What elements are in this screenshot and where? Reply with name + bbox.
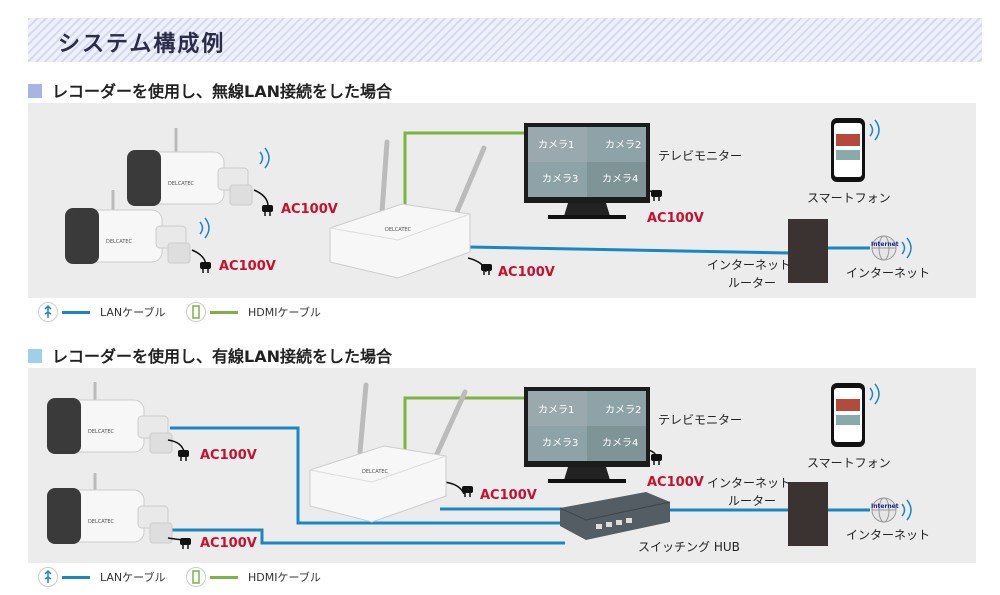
- camera-brand: DELCATEC: [88, 519, 115, 525]
- lan-cable: [467, 245, 789, 255]
- phone-label: スマートフォン: [807, 191, 891, 205]
- recorder-brand: DELCATEC: [385, 227, 412, 233]
- camera-1: [127, 128, 253, 206]
- screen-camera-label: カメラ1: [538, 139, 574, 151]
- ac-label: AC100V: [200, 448, 257, 463]
- section2-marker: [28, 349, 42, 363]
- section1-title: レコーダーを使用し、無線LAN接続をした場合: [52, 82, 392, 101]
- hdmi-cable: [403, 131, 524, 222]
- globe-label: Internet: [871, 241, 899, 248]
- title-banner: システム構成例: [28, 18, 982, 62]
- wifi-icon: [901, 499, 912, 521]
- legend-hdmi-label: HDMIケーブル: [248, 306, 321, 319]
- hdmi-line-swatch: [210, 311, 238, 314]
- wifi-icon: [869, 119, 880, 141]
- tv-monitor: [524, 387, 650, 483]
- router: [788, 482, 828, 546]
- screen-camera-label: カメラ4: [602, 173, 638, 185]
- lan-line-swatch: [62, 576, 90, 579]
- internet-label: インターネット: [846, 266, 931, 280]
- camera-4: [47, 473, 173, 544]
- hdmi-line-swatch: [210, 576, 238, 579]
- legend-hdmi-label: HDMIケーブル: [248, 571, 321, 584]
- screen-camera-label: カメラ3: [542, 437, 578, 449]
- power-plug-icon: [167, 537, 191, 549]
- tv-label: テレビモニター: [658, 149, 743, 163]
- power-plug-icon: [443, 481, 473, 497]
- ac-label: AC100V: [647, 475, 704, 490]
- hub-label: スイッチング HUB: [638, 540, 740, 554]
- internet-label: インターネット: [846, 528, 931, 542]
- wifi-icon: [259, 147, 270, 169]
- section1-marker: [28, 84, 42, 98]
- wifi-icon: [199, 217, 210, 239]
- hdmi-connector-icon: [186, 567, 206, 587]
- nvr-recorder: [309, 382, 468, 523]
- camera-brand: DELCATEC: [168, 181, 195, 187]
- hdmi-connector-icon: [186, 302, 206, 322]
- router: [788, 219, 828, 283]
- globe-icon: [871, 235, 897, 261]
- ac-label: AC100V: [219, 259, 276, 274]
- ac-label: AC100V: [647, 211, 704, 226]
- legend-lan-label: LANケーブル: [100, 306, 166, 319]
- globe-icon: [871, 497, 897, 523]
- phone-label: スマートフォン: [807, 456, 891, 470]
- router-label-line2: ルーター: [728, 276, 777, 290]
- camera-2: [65, 190, 191, 264]
- camera-brand: DELCATEC: [88, 429, 115, 435]
- recorder-brand: DELCATEC: [362, 469, 389, 475]
- power-plug-icon: [253, 189, 273, 216]
- smartphone: [831, 383, 865, 447]
- screen-camera-label: カメラ1: [538, 404, 574, 416]
- ac-label: AC100V: [498, 265, 555, 280]
- wifi-icon: [901, 237, 912, 259]
- globe-label: Internet: [871, 503, 899, 510]
- lan-connector-icon: [38, 302, 58, 322]
- switching-hub: [559, 492, 671, 540]
- lan-connector-icon: [38, 567, 58, 587]
- section2-title: レコーダーを使用し、有線LAN接続をした場合: [52, 347, 392, 366]
- lan-cable: [170, 426, 565, 525]
- nvr-recorder: [329, 139, 487, 279]
- smartphone: [831, 118, 865, 182]
- router-label-line1: インターネット: [707, 258, 792, 272]
- wifi-icon: [869, 383, 880, 405]
- lan-cable: [170, 528, 565, 545]
- legend-lan-label: LANケーブル: [100, 571, 166, 584]
- router-label-line1: インターネット: [707, 476, 792, 490]
- camera-brand: DELCATEC: [106, 239, 133, 245]
- router-label-line2: ルーター: [728, 494, 777, 508]
- screen-camera-label: カメラ2: [605, 404, 641, 416]
- power-plug-icon: [167, 439, 189, 461]
- section2-title-row: レコーダーを使用し、有線LAN接続をした場合: [28, 343, 392, 367]
- power-plug-icon: [191, 249, 211, 273]
- screen-camera-label: カメラ2: [605, 139, 641, 151]
- ac-label: AC100V: [281, 202, 338, 217]
- page-title: システム構成例: [58, 32, 226, 57]
- power-plug-icon: [467, 257, 492, 275]
- ac-label: AC100V: [480, 488, 537, 503]
- camera-3: [47, 382, 173, 454]
- section1-title-row: レコーダーを使用し、無線LAN接続をした場合: [28, 78, 392, 102]
- lan-line-swatch: [62, 311, 90, 314]
- ac-label: AC100V: [200, 536, 257, 551]
- screen-camera-label: カメラ4: [602, 437, 638, 449]
- tv-monitor: [524, 123, 650, 219]
- tv-label: テレビモニター: [658, 413, 743, 427]
- screen-camera-label: カメラ3: [542, 173, 578, 185]
